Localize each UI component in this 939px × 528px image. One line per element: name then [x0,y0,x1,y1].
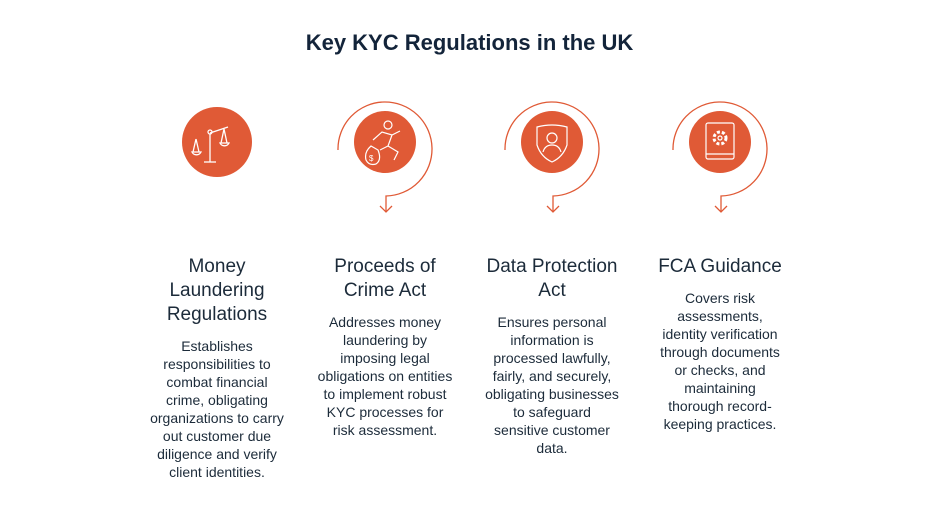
card-description: Ensures personal information is processe… [485,314,619,456]
scales-icon [182,107,252,177]
regulation-card: Money Laundering Regulations Establishes… [142,255,292,481]
card-description: Covers risk assessments, identity verifi… [660,290,780,432]
svg-text:$: $ [369,154,374,163]
regulation-card: Proceeds of Crime Act Addresses money la… [310,255,460,439]
regulation-card: Data Protection Act Ensures personal inf… [477,255,627,457]
thief-money-bag-icon: $ [337,101,433,213]
shield-person-icon [504,101,600,213]
card-heading: Data Protection Act [486,256,618,301]
gear-book-icon [672,101,768,213]
card-description: Establishes responsibilities to combat f… [150,338,284,480]
regulation-card: FCA Guidance Covers risk assessments, id… [645,255,795,433]
page-title: Key KYC Regulations in the UK [305,30,634,55]
card-heading: Money Laundering Regulations [166,256,268,325]
card-description: Addresses money laundering by imposing l… [317,314,453,438]
card-heading: FCA Guidance [658,256,782,277]
card-heading: Proceeds of Crime Act [334,256,436,301]
